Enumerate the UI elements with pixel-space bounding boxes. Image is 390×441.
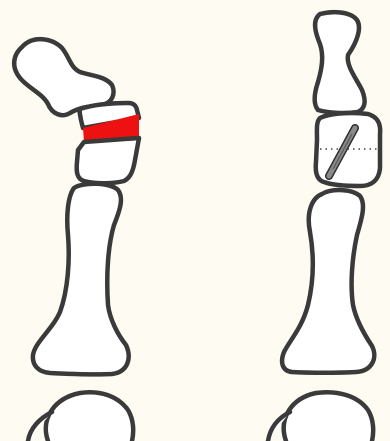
left-proximal-phalanx <box>33 184 129 375</box>
right-metatarsal-head <box>284 392 373 441</box>
left-panel-toe <box>14 39 139 441</box>
right-panel-toe <box>268 12 380 441</box>
right-proximal-phalanx <box>282 190 374 373</box>
left-middle-phalanx-distal <box>77 138 139 183</box>
right-distal-phalanx <box>315 12 365 113</box>
left-metatarsal-head <box>46 392 133 441</box>
